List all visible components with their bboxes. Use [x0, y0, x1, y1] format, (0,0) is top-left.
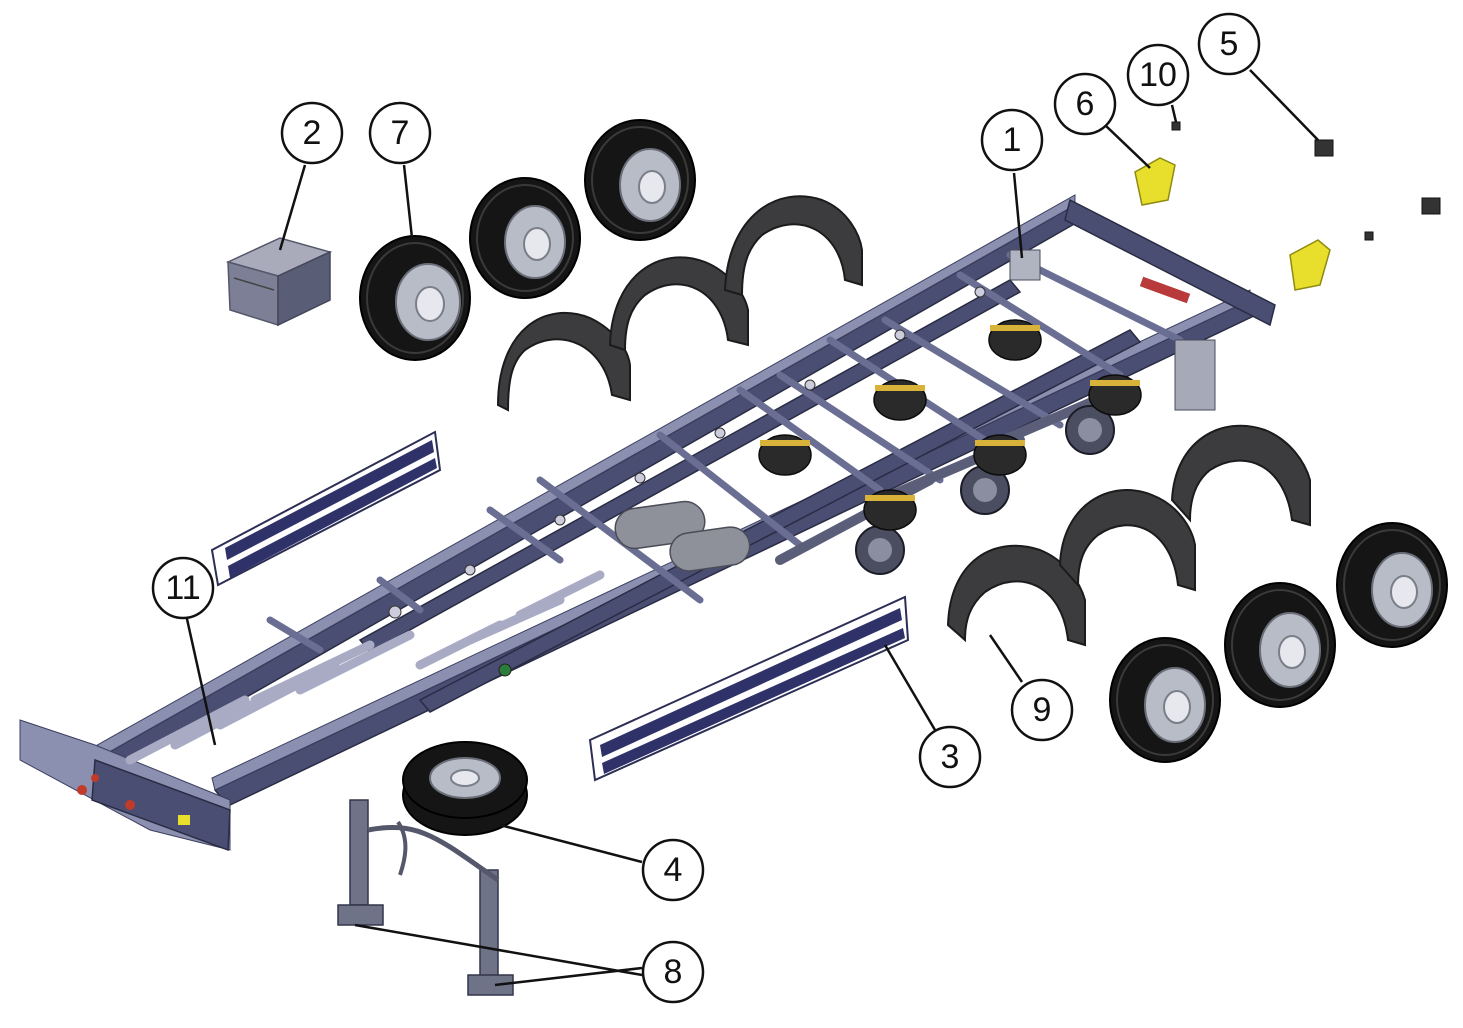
- air-tank: [614, 500, 751, 572]
- callout-2: 2: [280, 101, 344, 165]
- wheel-chock-set: [1134, 157, 1331, 291]
- leader-lines: [183, 69, 1319, 987]
- callout-7-label: 7: [391, 114, 410, 152]
- callout-6: 6: [1053, 72, 1117, 136]
- toolbox: [225, 237, 333, 327]
- fender-set-upper: [496, 195, 863, 412]
- callout-4: 4: [641, 838, 705, 902]
- callout-3-label: 3: [941, 738, 960, 776]
- reflector-set: [1314, 139, 1441, 215]
- callout-8: 8: [641, 940, 705, 1004]
- air-spring: [1088, 374, 1142, 416]
- callout-10: 10: [1126, 43, 1190, 107]
- wheel: [359, 235, 471, 361]
- callout-11: 11: [151, 556, 215, 620]
- wheel: [584, 119, 696, 241]
- wheel: [1109, 637, 1221, 763]
- spare-wheel: [402, 741, 528, 836]
- wheel-set-lower: [1109, 522, 1448, 763]
- callout-9-label: 9: [1033, 691, 1052, 729]
- bracket-set: [1171, 121, 1374, 241]
- wheel-set-upper: [359, 119, 696, 361]
- callout-7: 7: [368, 101, 432, 165]
- landing-gear: [337, 799, 514, 996]
- air-spring: [988, 319, 1042, 361]
- callout-9: 9: [1010, 678, 1074, 742]
- callout-8-label: 8: [664, 953, 683, 991]
- callout-2-label: 2: [303, 114, 322, 152]
- callout-3: 3: [918, 725, 982, 789]
- side-rail-lower: [588, 595, 910, 782]
- callout-1: 1: [980, 108, 1044, 172]
- callout-5-label: 5: [1220, 25, 1239, 63]
- callout-5: 5: [1197, 12, 1261, 76]
- wheel: [1336, 522, 1448, 648]
- air-spring: [758, 434, 812, 476]
- callout-1-label: 1: [1003, 121, 1022, 159]
- callout-10-label: 10: [1139, 56, 1177, 94]
- fender-set-lower: [946, 424, 1311, 647]
- air-spring: [863, 489, 917, 531]
- air-spring: [873, 379, 927, 421]
- air-spring: [973, 434, 1027, 476]
- callout-6-label: 6: [1076, 85, 1095, 123]
- side-rail-upper: [210, 430, 442, 587]
- wheel: [1224, 582, 1336, 708]
- callout-4-label: 4: [664, 851, 683, 889]
- callout-11-label: 11: [165, 569, 200, 607]
- wheel: [469, 177, 581, 299]
- axle-assembly: [614, 319, 1142, 575]
